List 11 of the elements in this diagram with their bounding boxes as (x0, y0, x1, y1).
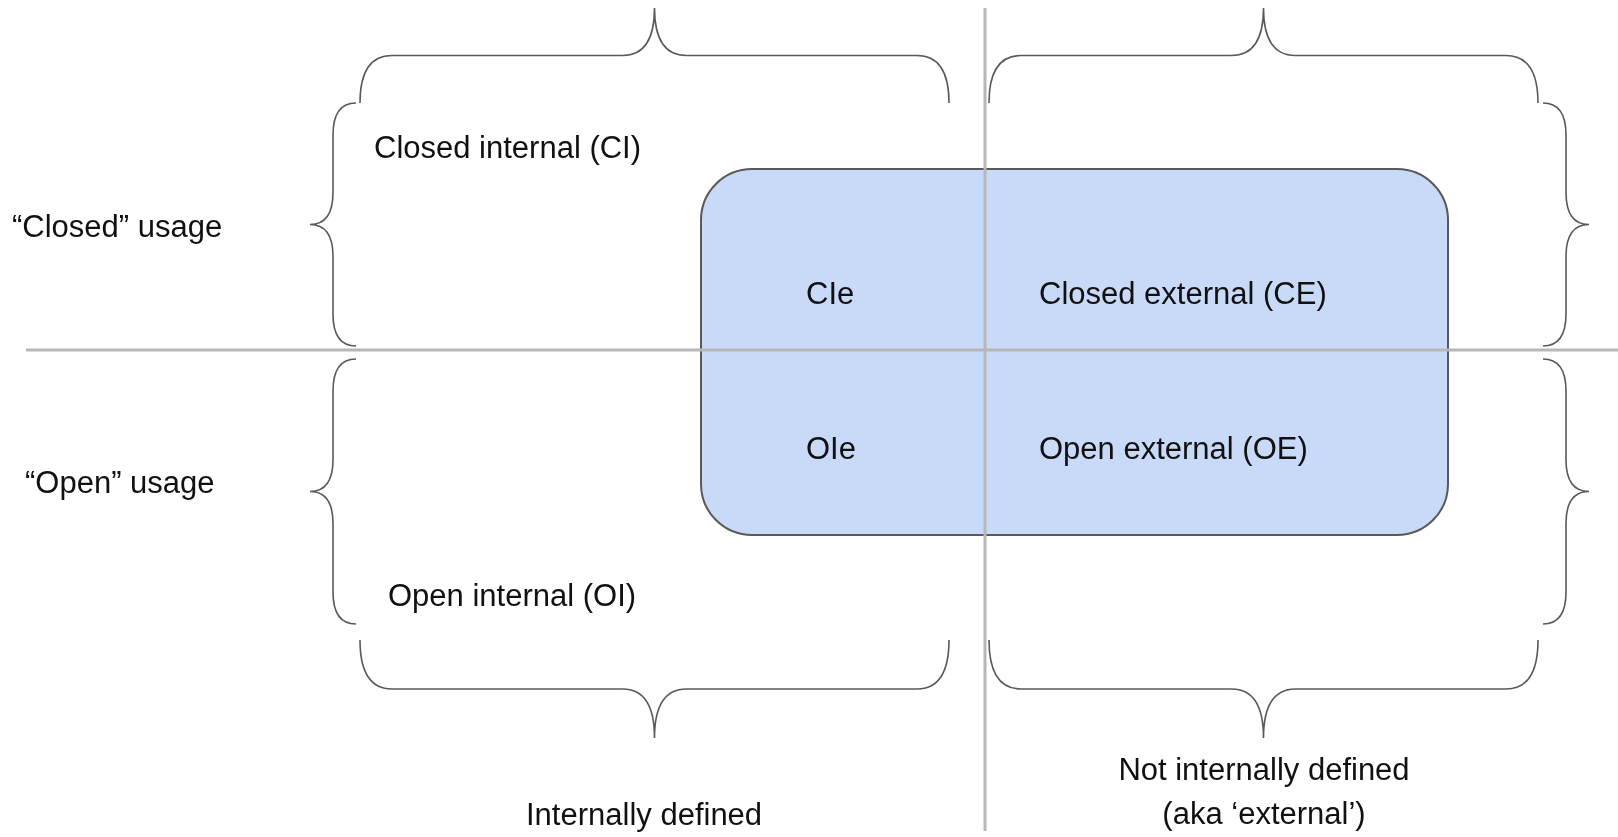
axis-label: “Open” usage (25, 465, 215, 501)
quadrant-label: Closed internal (CI) (374, 130, 642, 166)
quadrant-label: CIe (806, 276, 855, 312)
quadrant-label: Open external (OE) (1039, 431, 1308, 467)
shaded-region-box (700, 168, 1449, 536)
axis-label: “Closed” usage (12, 209, 223, 245)
quadrant-label: OIe (806, 431, 856, 467)
axis-label: Internally defined (526, 797, 763, 833)
axis-label: Not internally defined (aka ‘external’) (1117, 751, 1411, 833)
quadrant-label: Closed external (CE) (1039, 276, 1327, 312)
quadrant-label: Open internal (OI) (388, 578, 637, 614)
